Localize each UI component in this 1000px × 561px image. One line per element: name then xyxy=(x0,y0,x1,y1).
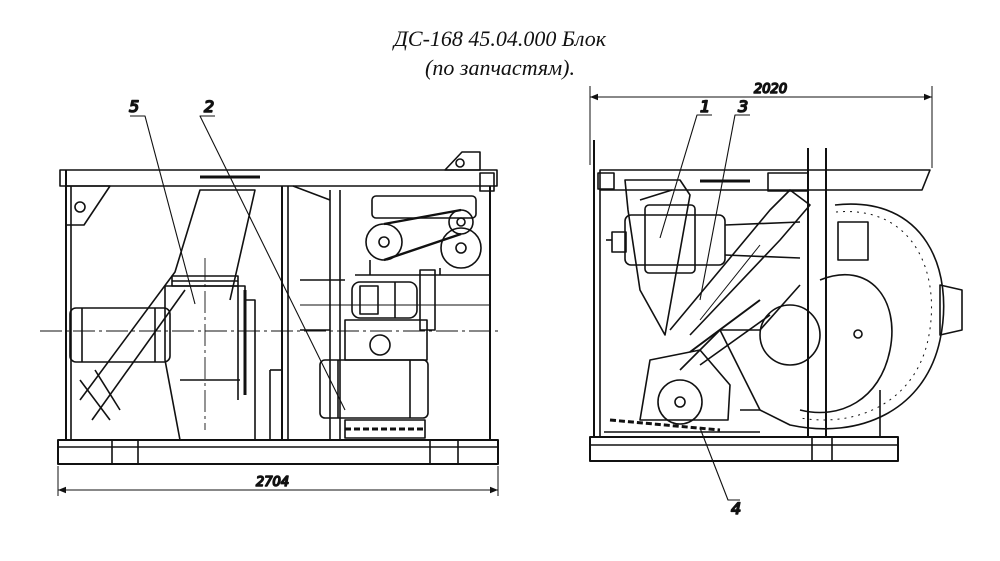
cylinder-part-1 xyxy=(624,214,726,266)
reducer xyxy=(351,281,418,319)
dimension-right-label: 2020 xyxy=(754,82,787,97)
front-base xyxy=(589,436,899,462)
dimension-right xyxy=(589,86,933,168)
drawing-title: ДС-168 45.04.000 Блок (по запчастям). xyxy=(0,24,1000,82)
motor-left xyxy=(69,307,171,363)
fan-volute xyxy=(759,203,945,430)
base-frame xyxy=(57,439,499,465)
dimension-left-label: 2704 xyxy=(256,475,289,490)
front-view xyxy=(589,114,963,501)
title-line-2: (по запчастям). xyxy=(425,55,575,80)
dimension-left xyxy=(57,466,499,496)
title-line-1: ДС-168 45.04.000 Блок xyxy=(393,26,607,51)
lower-drive xyxy=(639,349,731,421)
front-deck xyxy=(599,169,931,191)
top-rail xyxy=(59,169,498,187)
callout-5: 5 xyxy=(129,97,139,116)
callout-3: 3 xyxy=(738,97,748,116)
callout-2: 2 xyxy=(204,97,214,116)
callout-1: 1 xyxy=(700,97,710,116)
hopper xyxy=(624,179,691,336)
callout-4: 4 xyxy=(731,499,741,518)
side-view xyxy=(40,115,500,465)
fan-housing xyxy=(164,285,256,441)
belt-drive xyxy=(355,195,490,276)
motor-lower xyxy=(319,359,429,419)
